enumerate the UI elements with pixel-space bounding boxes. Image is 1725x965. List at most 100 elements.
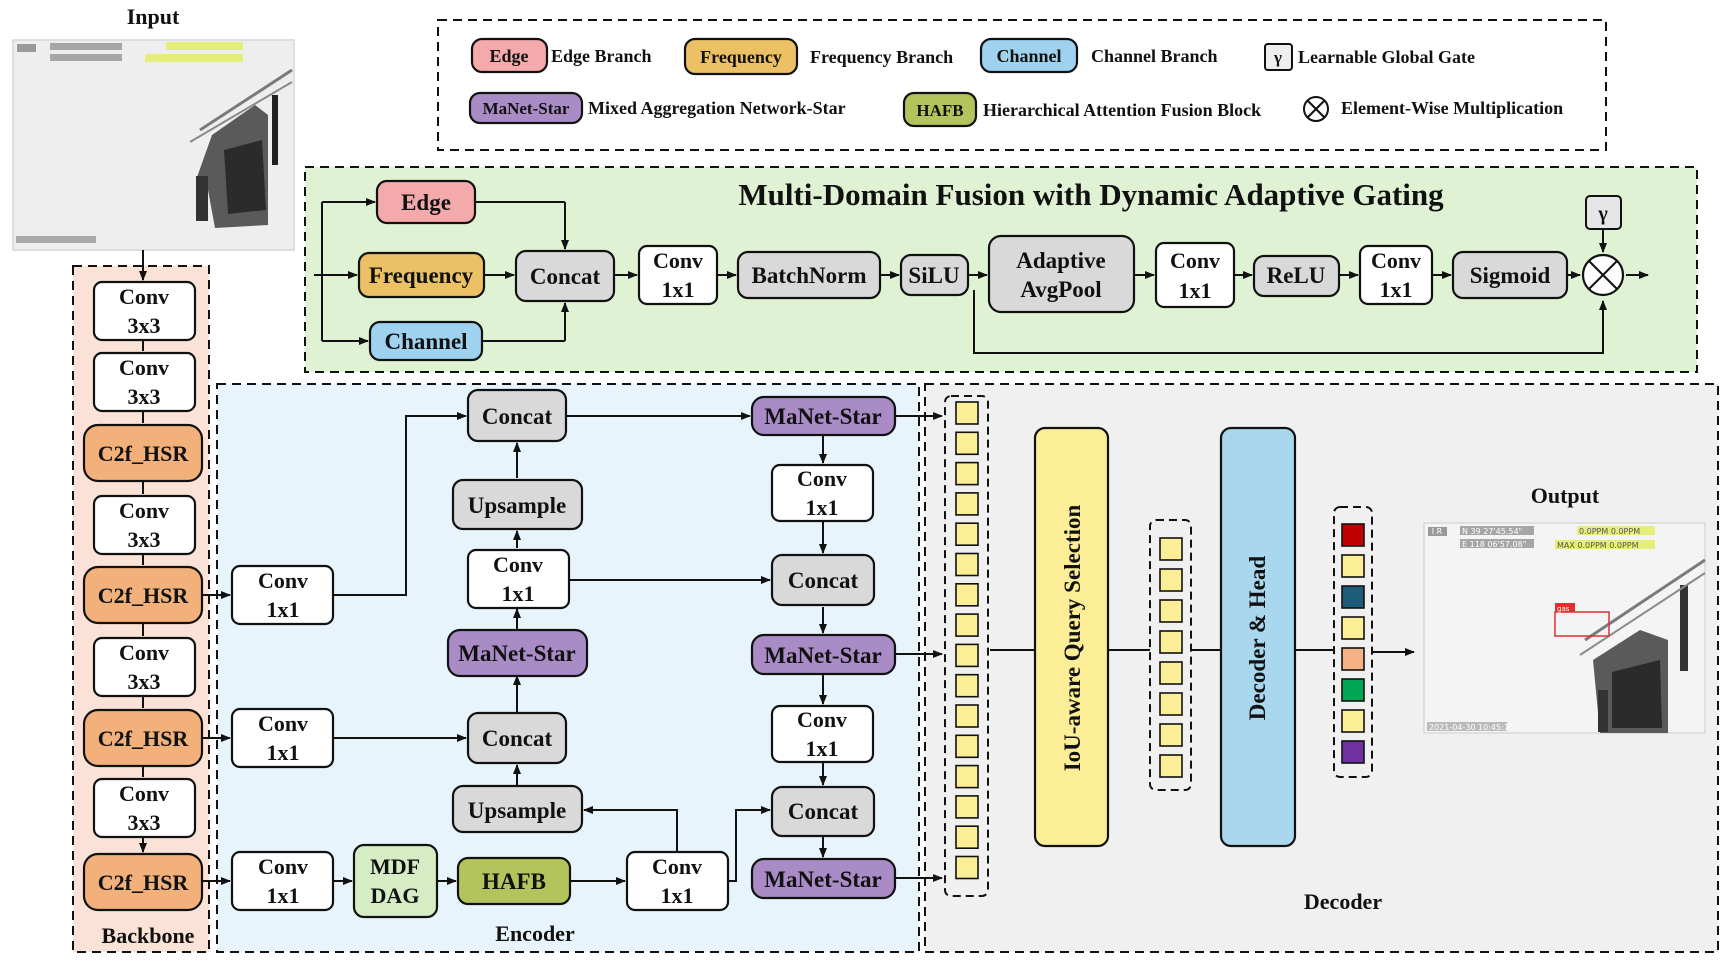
legend-channel-swatch bbox=[979, 37, 1079, 74]
legend-frequency-tag: Frequency bbox=[700, 47, 782, 67]
backbone-block-2-l1: Conv bbox=[119, 355, 169, 380]
output-tag: I R bbox=[1432, 527, 1443, 536]
token bbox=[955, 825, 979, 850]
backbone-block-1 bbox=[92, 280, 197, 342]
decoder-head bbox=[1219, 426, 1297, 848]
encoder-mdf-dag bbox=[352, 843, 439, 919]
token bbox=[955, 643, 979, 668]
fusion-avgpool-l2: AvgPool bbox=[1020, 277, 1101, 302]
fusion-conv-a-l1: Conv bbox=[653, 248, 703, 273]
token bbox=[1341, 585, 1365, 609]
backbone-title: Backbone bbox=[102, 923, 195, 948]
encoder-title: Encoder bbox=[495, 921, 575, 946]
token bbox=[1159, 754, 1183, 778]
output-title: Output bbox=[1531, 483, 1600, 508]
backbone-block-9-l1: C2f_HSR bbox=[98, 870, 190, 895]
encoder-conv-post-hafb-l1: Conv bbox=[652, 854, 702, 879]
legend: Edge Edge Branch Frequency Frequency Bra… bbox=[468, 37, 1563, 128]
encoder-concat-mid-label: Concat bbox=[482, 726, 553, 751]
encoder-manet-up bbox=[446, 628, 589, 678]
encoder-conv-s3-l2: 1x1 bbox=[267, 597, 300, 622]
fusion-channel-label: Channel bbox=[384, 329, 467, 354]
encoder-conv-s5-l2: 1x1 bbox=[267, 883, 300, 908]
encoder-mdf-l2: DAG bbox=[371, 883, 420, 908]
token bbox=[1159, 630, 1183, 654]
encoder-concat-down-1-label: Concat bbox=[788, 568, 859, 593]
encoder-conv-down-2-l2: 1x1 bbox=[806, 736, 839, 761]
token-column-output bbox=[1333, 506, 1373, 778]
backbone-block-2-l2: 3x3 bbox=[128, 384, 161, 409]
fusion-batchnorm-label: BatchNorm bbox=[752, 263, 867, 288]
encoder-concat-down-1 bbox=[770, 553, 876, 607]
token bbox=[1341, 709, 1365, 733]
output-value-2: MAX 0.0PPM 0.0PPM bbox=[1557, 541, 1639, 550]
backbone-block-2 bbox=[92, 351, 197, 413]
token bbox=[1159, 599, 1183, 623]
fusion-frequency-label: Frequency bbox=[369, 263, 474, 288]
query-selection bbox=[1033, 426, 1110, 848]
fusion-gamma-label: γ bbox=[1597, 203, 1608, 225]
backbone-block-4-l2: 3x3 bbox=[128, 527, 161, 552]
legend-gamma-desc: Learnable Global Gate bbox=[1298, 47, 1475, 67]
token bbox=[955, 552, 979, 577]
token bbox=[955, 492, 979, 516]
fusion-batchnorm bbox=[736, 250, 882, 300]
token bbox=[1159, 537, 1183, 561]
encoder-conv-s4-l1: Conv bbox=[258, 711, 308, 736]
fusion-edge-label: Edge bbox=[401, 190, 451, 215]
backbone-block-3-l1: C2f_HSR bbox=[98, 441, 190, 466]
backbone-block-6-l1: Conv bbox=[119, 640, 169, 665]
backbone-block-6 bbox=[92, 636, 197, 698]
fusion-conv-c-l2: 1x1 bbox=[1380, 277, 1413, 302]
output-coord-1: N 39 27'45.54" bbox=[1462, 527, 1522, 536]
encoder-conv-down-2-l1: Conv bbox=[797, 707, 847, 732]
fusion-conv-b-l2: 1x1 bbox=[1179, 278, 1212, 303]
detection-box bbox=[1554, 611, 1610, 637]
encoder-upsample-low bbox=[451, 784, 584, 834]
legend-multiply-desc: Element-Wise Multiplication bbox=[1341, 98, 1563, 118]
fusion-module: Multi-Domain Fusion with Dynamic Adaptiv… bbox=[314, 177, 1649, 362]
backbone: Conv 3x3 Conv 3x3 C2f_HSR Conv 3x3 C2f_H… bbox=[82, 280, 204, 948]
output-image: I R N 39 27'45.54" E 118 06'57.08" 0.0PP… bbox=[1423, 522, 1706, 734]
backbone-block-8-l1: Conv bbox=[119, 781, 169, 806]
legend-hafb-swatch bbox=[902, 91, 978, 128]
encoder-manet-up-label: MaNet-Star bbox=[458, 641, 576, 666]
token bbox=[955, 673, 979, 698]
legend-edge-desc: Edge Branch bbox=[551, 46, 652, 66]
backbone-block-1-l2: 3x3 bbox=[128, 313, 161, 338]
fusion-silu bbox=[899, 253, 970, 297]
encoder-conv-post-hafb-l2: 1x1 bbox=[661, 883, 694, 908]
token bbox=[955, 401, 979, 425]
token-column-selected bbox=[1149, 519, 1192, 791]
fusion-concat bbox=[514, 249, 616, 303]
fusion-concat-label: Concat bbox=[530, 264, 601, 289]
legend-manet-desc: Mixed Aggregation Network-Star bbox=[588, 98, 846, 118]
encoder-upsample-high-label: Upsample bbox=[468, 493, 566, 518]
encoder-concat-top-label: Concat bbox=[482, 404, 553, 429]
encoder-conv-down-2 bbox=[770, 704, 875, 764]
encoder-conv-s5-l1: Conv bbox=[258, 854, 308, 879]
encoder-conv-s4 bbox=[230, 707, 335, 769]
encoder-manet-out-3-label: MaNet-Star bbox=[764, 867, 882, 892]
fusion-sigmoid-label: Sigmoid bbox=[1470, 263, 1551, 288]
token bbox=[1341, 616, 1365, 640]
token bbox=[1341, 554, 1365, 578]
encoder-manet-out-2-label: MaNet-Star bbox=[764, 643, 882, 668]
encoder-conv-down-1-l2: 1x1 bbox=[806, 495, 839, 520]
encoder-conv-down-1 bbox=[770, 463, 875, 523]
fusion-conv-b bbox=[1154, 241, 1236, 309]
fusion-silu-label: SiLU bbox=[908, 263, 960, 288]
backbone-block-8-l2: 3x3 bbox=[128, 810, 161, 835]
token bbox=[1159, 692, 1183, 716]
token bbox=[955, 704, 979, 728]
fusion-frequency-branch bbox=[357, 251, 486, 299]
encoder-conv-post-hafb bbox=[625, 850, 730, 912]
backbone-block-6-l2: 3x3 bbox=[128, 669, 161, 694]
token bbox=[1341, 523, 1365, 547]
legend-gamma-swatch bbox=[1264, 43, 1293, 71]
legend-channel-tag: Channel bbox=[996, 46, 1061, 66]
backbone-block-3 bbox=[82, 423, 204, 483]
backbone-block-5-l1: C2f_HSR bbox=[98, 583, 190, 608]
multiply-icon bbox=[1581, 253, 1625, 297]
